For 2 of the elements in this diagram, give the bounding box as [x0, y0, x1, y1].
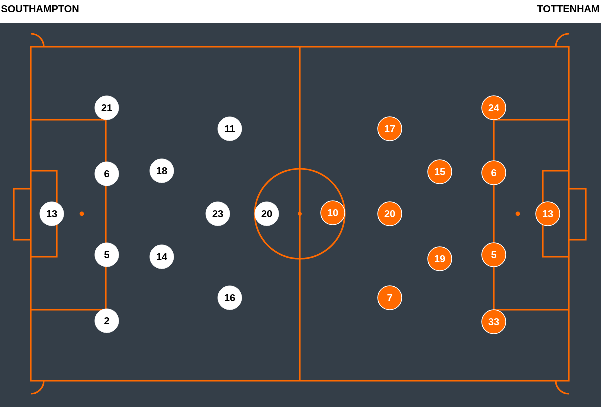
team-name: SOUTHAMPTON: [1, 5, 79, 13]
team-name: TOTTENHAM: [537, 5, 600, 13]
